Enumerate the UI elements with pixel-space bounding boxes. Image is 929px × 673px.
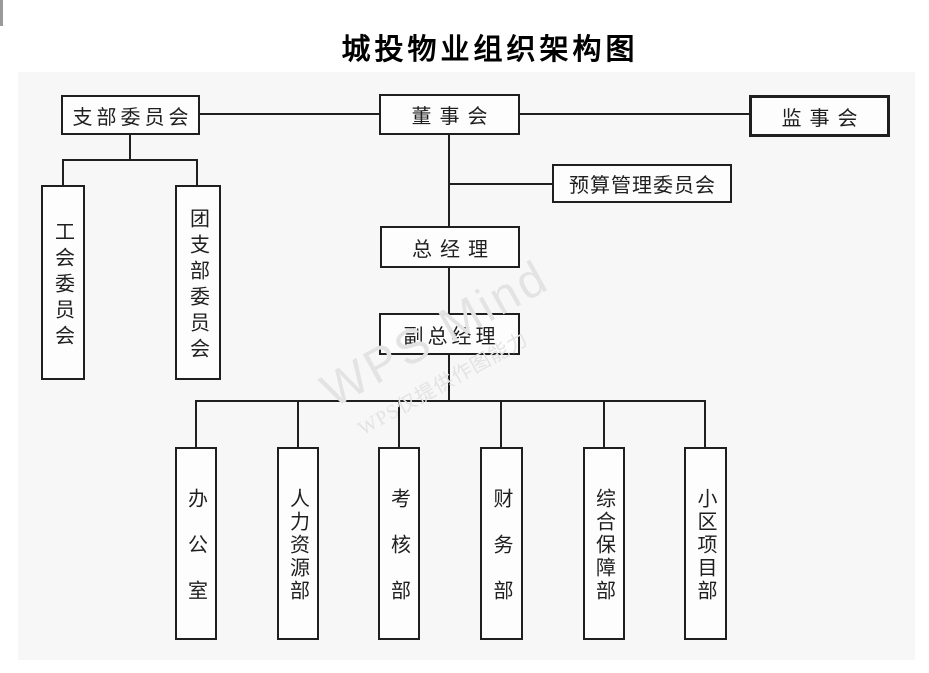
connector-union-committee-stub (62, 159, 64, 186)
node-deputy-general-manager-label: 副总经理 (403, 325, 500, 348)
connector-branch-committee-bus (62, 159, 198, 161)
connector-board-supervisory-board (520, 113, 749, 115)
node-general-manager-label: 总经理 (412, 238, 496, 261)
connector-department-bus (195, 400, 706, 402)
node-finance-department-label: 财务部 (490, 487, 512, 626)
node-branch-committee: 支部委员会 (61, 95, 200, 135)
node-support-department: 综合保障部 (583, 447, 625, 640)
node-youth-league-committee: 团支部委员会 (175, 185, 221, 380)
node-office-label: 办公室 (184, 487, 207, 626)
connector-youth-league-stub (196, 159, 198, 186)
connector-branch-committee-board (200, 113, 379, 115)
node-community-project-department: 小区项目部 (684, 447, 727, 640)
diagram-canvas (18, 72, 915, 660)
connector-community-project-stub (704, 400, 706, 447)
connector-board-general-manager (448, 135, 450, 226)
node-assessment-department-label: 考核部 (387, 487, 410, 626)
connector-support-dept-stub (603, 400, 605, 447)
connector-budget-committee-branch (448, 183, 552, 185)
node-hr-department: 人力资源部 (277, 447, 319, 640)
node-supervisory-board-label: 监事会 (781, 107, 866, 130)
connector-office-stub (195, 400, 197, 447)
window-edge-artifact (0, 0, 3, 26)
node-community-project-department-label: 小区项目部 (694, 487, 716, 603)
connector-general-manager-deputy (448, 268, 450, 313)
node-general-manager: 总经理 (380, 226, 520, 268)
node-deputy-general-manager: 副总经理 (379, 313, 520, 355)
node-youth-league-committee-label: 团支部委员会 (186, 207, 209, 364)
node-office: 办公室 (175, 447, 217, 640)
connector-branch-committee-down (129, 135, 131, 160)
node-board-label: 董事会 (411, 106, 496, 128)
node-union-committee-label: 工会委员会 (51, 220, 74, 351)
node-budget-committee-label: 预算管理委员会 (569, 175, 716, 197)
node-support-department-label: 综合保障部 (592, 487, 615, 603)
connector-finance-dept-stub (500, 400, 502, 447)
node-assessment-department: 考核部 (378, 447, 420, 640)
node-board-of-directors: 董事会 (379, 94, 520, 135)
node-budget-committee: 预算管理委员会 (552, 164, 732, 203)
node-hr-department-label: 人力资源部 (286, 487, 309, 603)
connector-assessment-dept-stub (398, 400, 400, 447)
connector-deputy-bus (448, 355, 450, 401)
node-supervisory-board: 监事会 (749, 95, 890, 137)
node-union-committee: 工会委员会 (41, 185, 85, 380)
page-title: 城投物业组织架构图 (341, 34, 639, 66)
connector-hr-dept-stub (297, 400, 299, 447)
node-finance-department: 财务部 (480, 447, 523, 640)
node-branch-committee-label: 支部委员会 (72, 106, 193, 129)
